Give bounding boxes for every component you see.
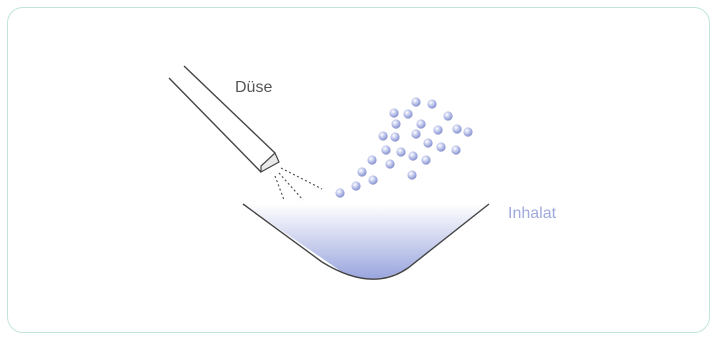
particle	[351, 181, 361, 191]
spray-line	[274, 175, 285, 201]
nozzle-inner-edge	[183, 65, 276, 154]
particle	[368, 175, 378, 185]
nozzle-outer-edge	[168, 77, 262, 173]
particle	[367, 155, 377, 165]
particle	[421, 155, 431, 165]
nozzle-label: Düse	[235, 79, 273, 96]
particle	[381, 145, 391, 155]
inhalat-label: Inhalat	[508, 205, 557, 222]
particle	[389, 108, 399, 118]
particle	[416, 119, 426, 129]
nozzle	[168, 65, 280, 174]
inhalation-bowl	[242, 203, 490, 280]
particle	[403, 109, 413, 119]
particle	[396, 147, 406, 157]
particle	[378, 131, 388, 141]
particle	[427, 99, 437, 109]
particle	[443, 111, 453, 121]
particle	[411, 129, 421, 139]
particle	[452, 124, 462, 134]
particle	[411, 97, 421, 107]
nozzle-tip	[169, 66, 279, 172]
bowl-outline	[242, 203, 490, 280]
particle	[423, 138, 433, 148]
spray-line	[278, 172, 304, 201]
particle	[463, 127, 473, 137]
particle	[407, 170, 417, 180]
particle	[408, 151, 418, 161]
particle	[385, 159, 395, 169]
aerosol-particles	[335, 97, 473, 198]
particle	[391, 119, 401, 129]
spray-line	[280, 167, 323, 190]
particle	[451, 145, 461, 155]
particle	[357, 167, 367, 177]
particle	[390, 132, 400, 142]
particle	[433, 125, 443, 135]
nozzle-tip-cap	[260, 151, 280, 174]
particle	[436, 142, 446, 152]
inhalat-liquid	[243, 204, 488, 279]
particle	[335, 188, 345, 198]
spray-lines	[274, 167, 323, 201]
